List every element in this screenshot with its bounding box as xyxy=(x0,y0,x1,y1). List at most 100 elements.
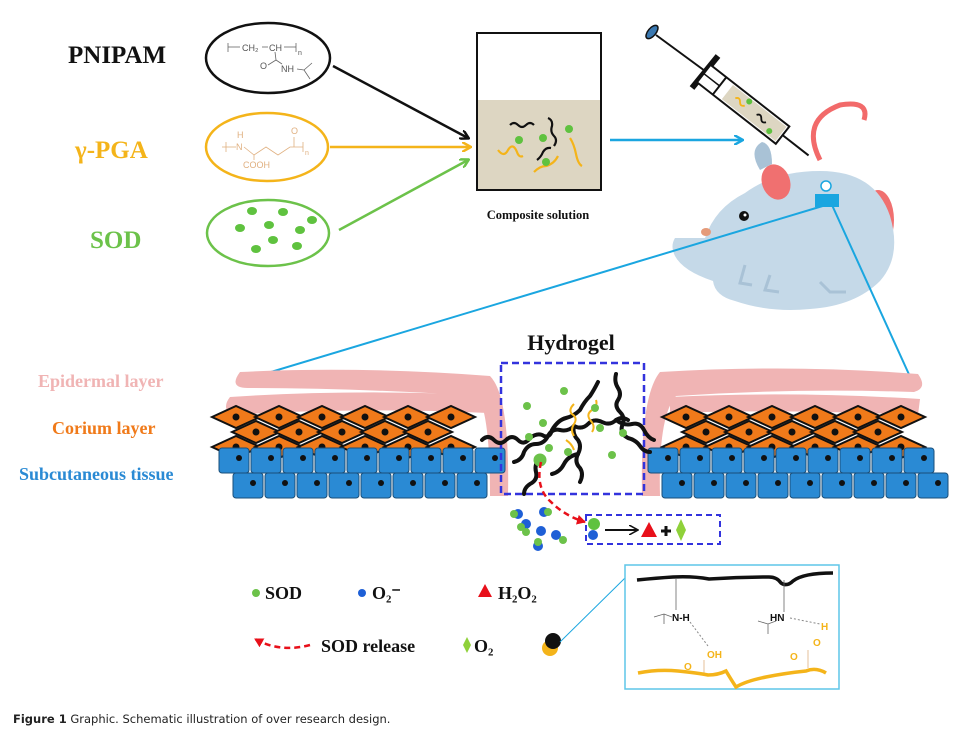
release-arrow xyxy=(538,461,586,525)
connector-inset xyxy=(559,577,626,643)
superoxide-particle xyxy=(551,530,561,540)
released-particles xyxy=(510,507,567,551)
cell-nucleus xyxy=(460,455,466,461)
cell-nucleus xyxy=(447,413,455,421)
subcutaneous-cell xyxy=(679,447,711,474)
cell-nucleus xyxy=(874,428,882,436)
legend-o2-label: O₂ xyxy=(474,636,493,656)
subcutaneous-cell xyxy=(378,447,410,474)
legend-sod-icon xyxy=(252,589,260,597)
cell-nucleus xyxy=(825,455,831,461)
subcutaneous-cell xyxy=(917,472,949,499)
cell-nucleus xyxy=(903,480,909,486)
label-epidermal: Epidermal layer xyxy=(38,371,163,391)
pnipam-n: n xyxy=(298,50,302,57)
subcutaneous-cell xyxy=(903,447,935,474)
subcutaneous-cell xyxy=(360,472,392,499)
cell-nucleus xyxy=(702,428,710,436)
inset-o-right: O xyxy=(790,652,798,663)
subcutaneous-cell xyxy=(661,472,693,499)
inset-nh-left: N-H xyxy=(672,613,690,624)
beaker-label: Composite solution xyxy=(487,208,589,222)
hydrogel-label: Hydrogel xyxy=(527,330,615,355)
arrow-pnipam xyxy=(332,64,468,138)
subcutaneous-cell xyxy=(346,447,378,474)
cell-nucleus xyxy=(396,455,402,461)
sod-dot xyxy=(523,402,531,410)
cell-nucleus xyxy=(665,455,671,461)
subcutaneous-layer-left xyxy=(218,447,506,499)
cell-nucleus xyxy=(364,455,370,461)
cell-nucleus xyxy=(857,455,863,461)
cell-nucleus xyxy=(831,428,839,436)
cell-nucleus xyxy=(854,413,862,421)
label-sod: SOD xyxy=(90,227,141,254)
cell-nucleus xyxy=(897,413,905,421)
cell-nucleus xyxy=(811,413,819,421)
subcutaneous-cell xyxy=(232,472,264,499)
arrow-sod xyxy=(338,160,468,232)
cell-nucleus xyxy=(745,428,753,436)
subcutaneous-cell xyxy=(314,447,346,474)
subcutaneous-cell xyxy=(839,447,871,474)
cell-nucleus xyxy=(871,480,877,486)
cell-nucleus xyxy=(839,480,845,486)
subcutaneous-cell xyxy=(647,447,679,474)
inset-o-left: O xyxy=(684,662,692,673)
subcutaneous-cell xyxy=(885,472,917,499)
pnipam-o: O xyxy=(260,61,267,71)
pnipam-nh: NH xyxy=(281,64,294,74)
legend-h2o2-label: H₂O₂ xyxy=(498,583,537,603)
connector-right xyxy=(831,204,913,382)
subcutaneous-cell xyxy=(743,447,775,474)
sod-dot xyxy=(539,419,547,427)
cell-nucleus xyxy=(889,455,895,461)
cell-nucleus xyxy=(935,480,941,486)
sod-particle xyxy=(559,536,567,544)
legend-sod-label: SOD xyxy=(265,583,302,603)
cell-nucleus xyxy=(250,480,256,486)
pga-o: O xyxy=(291,126,298,136)
subcutaneous-cell xyxy=(442,447,474,474)
subcutaneous-cell xyxy=(853,472,885,499)
cell-nucleus xyxy=(768,413,776,421)
cell-nucleus xyxy=(338,428,346,436)
subcutaneous-cell xyxy=(789,472,821,499)
cell-nucleus xyxy=(424,428,432,436)
subcutaneous-cell xyxy=(250,447,282,474)
cell-nucleus xyxy=(682,413,690,421)
pga-structure: H N COOH O n xyxy=(204,111,330,183)
subcutaneous-cell xyxy=(424,472,456,499)
sod-particle xyxy=(534,538,542,546)
sod-particle xyxy=(510,510,518,518)
cell-nucleus xyxy=(442,480,448,486)
epidermis-left xyxy=(226,369,509,496)
sod-dot xyxy=(564,448,572,456)
pnipam-ch2: CH₂ xyxy=(242,43,259,53)
legend-hbond-black-icon xyxy=(545,633,561,649)
cell-nucleus xyxy=(381,428,389,436)
cell-nucleus xyxy=(314,480,320,486)
subcutaneous-layer-right xyxy=(647,447,949,499)
pga-cooh: COOH xyxy=(243,160,270,170)
cell-nucleus xyxy=(697,455,703,461)
cell-nucleus xyxy=(921,455,927,461)
cell-nucleus xyxy=(761,455,767,461)
sod-particle xyxy=(544,508,552,516)
cell-nucleus xyxy=(428,455,434,461)
subcutaneous-cell xyxy=(328,472,360,499)
subcutaneous-cell xyxy=(871,447,903,474)
cell-nucleus xyxy=(404,413,412,421)
pnipam-structure: CH₂ CH n O NH xyxy=(204,21,332,95)
legend: SOD O₂⁻ H₂O₂ SOD release O₂ xyxy=(252,583,561,656)
figure-caption: Figure 1 Graphic. Schematic illustration… xyxy=(13,712,390,726)
beaker xyxy=(476,32,602,191)
cell-nucleus xyxy=(775,480,781,486)
cell-nucleus xyxy=(282,480,288,486)
cell-nucleus xyxy=(492,455,498,461)
sod-dot xyxy=(533,453,547,467)
cell-nucleus xyxy=(346,480,352,486)
syringe-icon xyxy=(645,24,810,157)
inset-o-right-top: O xyxy=(813,638,821,649)
legend-release-label: SOD release xyxy=(321,636,415,656)
